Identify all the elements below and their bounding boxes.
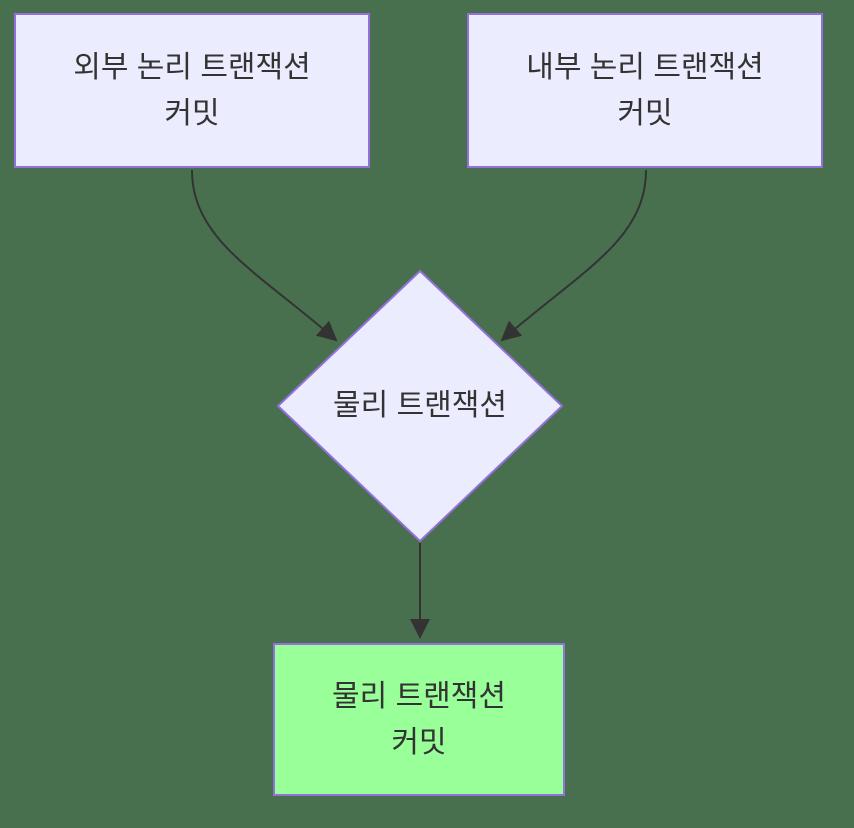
node-physical-tx-label: 물리 트랜잭션 [333,389,507,422]
node-label-line: 내부 논리 트랜잭션 [526,50,764,84]
node-label-line: 외부 논리 트랜잭션 [73,50,311,84]
edge-external-to-physical [191,169,338,342]
node-external-logical-tx-commit: 외부 논리 트랜잭션 커밋 [14,13,370,168]
node-label-line: 커밋 [617,96,673,130]
node-internal-logical-tx-commit: 내부 논리 트랜잭션 커밋 [467,13,823,168]
node-physical-tx-commit: 물리 트랜잭션 커밋 [273,643,565,796]
node-label-line: 커밋 [164,96,220,130]
node-label-line: 커밋 [391,725,447,759]
edge-internal-to-physical [500,169,647,342]
diamond-physical-tx-shape [276,269,564,543]
node-label-line: 물리 트랜잭션 [332,679,506,713]
